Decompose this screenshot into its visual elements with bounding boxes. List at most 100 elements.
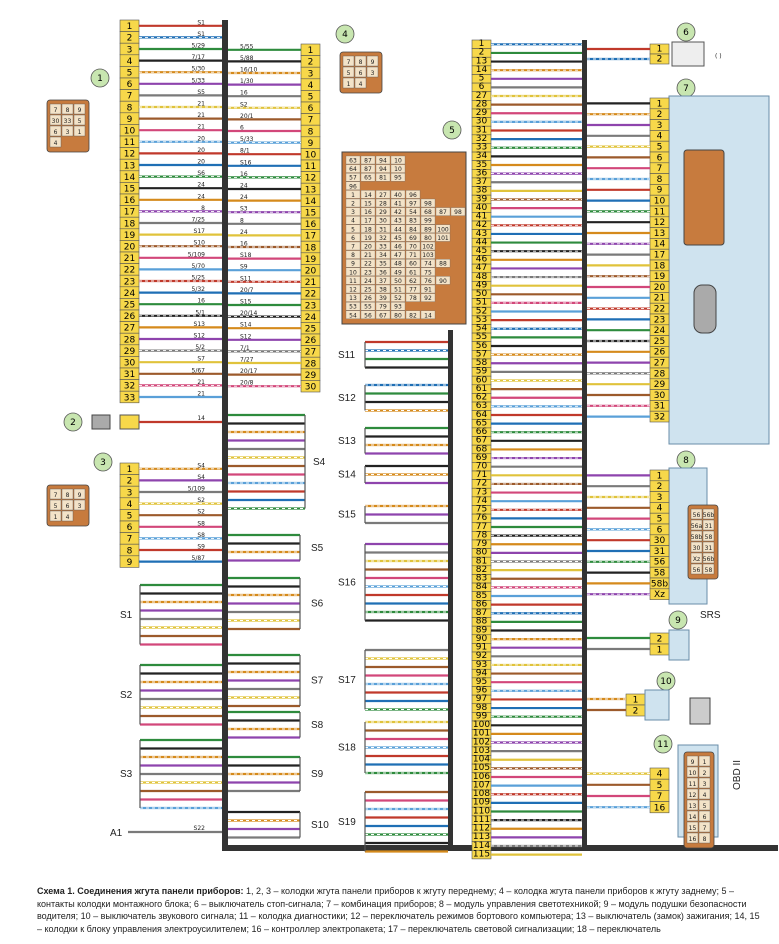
connector3-face-label: 1 xyxy=(54,514,58,521)
connector1-right-wire-label: 20/7 xyxy=(240,287,254,294)
mounting-block-label: 68 xyxy=(424,209,432,216)
center-block-pin-label: 93 xyxy=(476,660,487,670)
mounting-block-cell xyxy=(390,293,406,302)
connector1-face-cell xyxy=(49,136,62,148)
obd-label: OBD II xyxy=(732,760,743,790)
mounting-block-cell xyxy=(345,190,361,199)
connector3-face-cell xyxy=(73,499,86,511)
center-block-pin-label: 90 xyxy=(476,634,488,644)
mounting-block-cell xyxy=(375,233,391,242)
center-block-pin-label: 103 xyxy=(473,746,490,756)
mounting-block-label: 80 xyxy=(424,235,432,242)
mounting-block-cell xyxy=(360,259,376,268)
connector1-left-pin-label: 19 xyxy=(124,231,136,241)
connector1-left-pin-label: 25 xyxy=(124,301,135,311)
connector1-right-pin-label: 22 xyxy=(305,290,316,300)
mounting-block-label: 47 xyxy=(394,252,402,259)
connector1-right-wire-label: 24 xyxy=(240,183,248,190)
connector1-left-wire-label: 5/1 xyxy=(195,309,205,316)
connector8-face-label: 31 xyxy=(705,523,713,530)
connector8-face-cell xyxy=(702,541,715,553)
center-block-pin-label: 98 xyxy=(476,703,488,713)
connector1-right-pin-label: 21 xyxy=(305,278,316,288)
center-block-pin-label: 56 xyxy=(476,341,488,351)
mounting-block-cell xyxy=(360,224,376,233)
center-block-pin-label: 111 xyxy=(473,815,490,825)
mounting-block-cell xyxy=(405,267,421,276)
callout-circle xyxy=(676,22,696,42)
connector1-right-wire-label: 16 xyxy=(240,241,248,248)
center-block-pin-label: 36 xyxy=(476,168,488,178)
connector1-left-wire-label: 20 xyxy=(197,135,205,142)
mounting-block-cell xyxy=(405,293,421,302)
connector3-face-cell xyxy=(61,488,74,500)
center-block-pin-label: 29 xyxy=(476,108,488,118)
center-block-pin-label: 65 xyxy=(476,418,487,428)
mounting-block-label: 12 xyxy=(349,287,357,294)
mounting-block-cell xyxy=(375,293,391,302)
mounting-block-cell xyxy=(360,241,376,251)
connector11-face-cell xyxy=(698,810,711,822)
connector1-right-wire-label: 8/1 xyxy=(240,148,250,155)
mounting-block-cell xyxy=(375,302,391,311)
connector1-right-pin-label: 4 xyxy=(308,81,314,91)
center-block-pin-label: 40 xyxy=(476,203,488,213)
main-bus xyxy=(222,20,228,850)
connector1-left-wire-label: 7/25 xyxy=(192,217,206,224)
mounting-block-label: 65 xyxy=(364,175,372,182)
connector1-left-wire-label: 5/29 xyxy=(192,43,206,50)
connector1-right-pin-label: 3 xyxy=(308,69,314,79)
center-block-pin-label: 42 xyxy=(476,220,487,230)
connector1-right-wire-label: 5/55 xyxy=(240,43,254,50)
center-block-pin-label: 99 xyxy=(476,711,488,721)
connector1-right-pin-label: 16 xyxy=(305,220,317,230)
connector3-wire-label: S2 xyxy=(197,509,205,516)
connector1-left-pin-label: 33 xyxy=(124,393,135,403)
center-block-pin-label: 70 xyxy=(476,462,488,472)
mounting-block-cell xyxy=(420,310,436,319)
mounting-block-label: 76 xyxy=(424,278,432,285)
center-bus xyxy=(448,330,453,850)
center-block-pin-label: 113 xyxy=(473,832,490,842)
mounting-block-label: 37 xyxy=(379,278,387,285)
connector3-wire-label: S2 xyxy=(197,497,205,504)
connector1-left-wire-label: 5/32 xyxy=(192,286,206,293)
mounting-block-label: 87 xyxy=(439,209,447,216)
mounting-block-cell xyxy=(405,310,421,319)
mounting-block-label: 43 xyxy=(394,218,402,225)
connector2-pin xyxy=(119,414,140,430)
connector8-face-label: Xz xyxy=(693,556,700,563)
connector8-face-label: 56b xyxy=(703,556,715,563)
mounting-block-cell xyxy=(345,224,361,233)
connector11-face-label: 2 xyxy=(703,770,707,777)
mounting-block-cell xyxy=(390,284,406,294)
mounting-block-cell xyxy=(360,267,376,276)
connector8-face-cell xyxy=(690,530,703,542)
center-block-pin-label: 115 xyxy=(473,849,490,859)
connector11-face-label: 6 xyxy=(703,814,707,821)
center-block-pin-label: 75 xyxy=(476,505,487,515)
connector1-face-cell xyxy=(49,114,62,126)
center-block-pin-label: 62 xyxy=(476,393,487,403)
mounting-block-label: 102 xyxy=(422,244,434,251)
center-block-pin-label: 72 xyxy=(476,479,487,489)
connector7-pin-label: 21 xyxy=(654,294,665,304)
connector1-left-pin-label: 31 xyxy=(124,370,135,380)
connector3-wire-label: S4 xyxy=(197,462,205,469)
center-block-pin-label: 28 xyxy=(476,99,488,109)
connector1-left-pin-label: 7 xyxy=(127,92,133,102)
connector7-pin-label: 22 xyxy=(654,305,665,315)
mounting-block-cell xyxy=(375,198,391,208)
callout-circle xyxy=(335,24,355,44)
connector8-pin-label: 30 xyxy=(654,536,666,546)
center-block-pin-label: 27 xyxy=(476,91,487,101)
mounting-block-cell xyxy=(390,155,406,165)
connector1-right-wire-label: 5/33 xyxy=(240,136,254,143)
callout-number: 1 xyxy=(97,74,103,84)
mounting-block-cell xyxy=(345,267,361,276)
connector1-right-pin-label: 25 xyxy=(305,325,316,335)
connector11-face-cell xyxy=(686,777,699,789)
center-block-pin-label: 43 xyxy=(476,229,487,239)
callout-number: 11 xyxy=(657,740,668,750)
connector8-pin-label: 58b xyxy=(651,579,668,589)
